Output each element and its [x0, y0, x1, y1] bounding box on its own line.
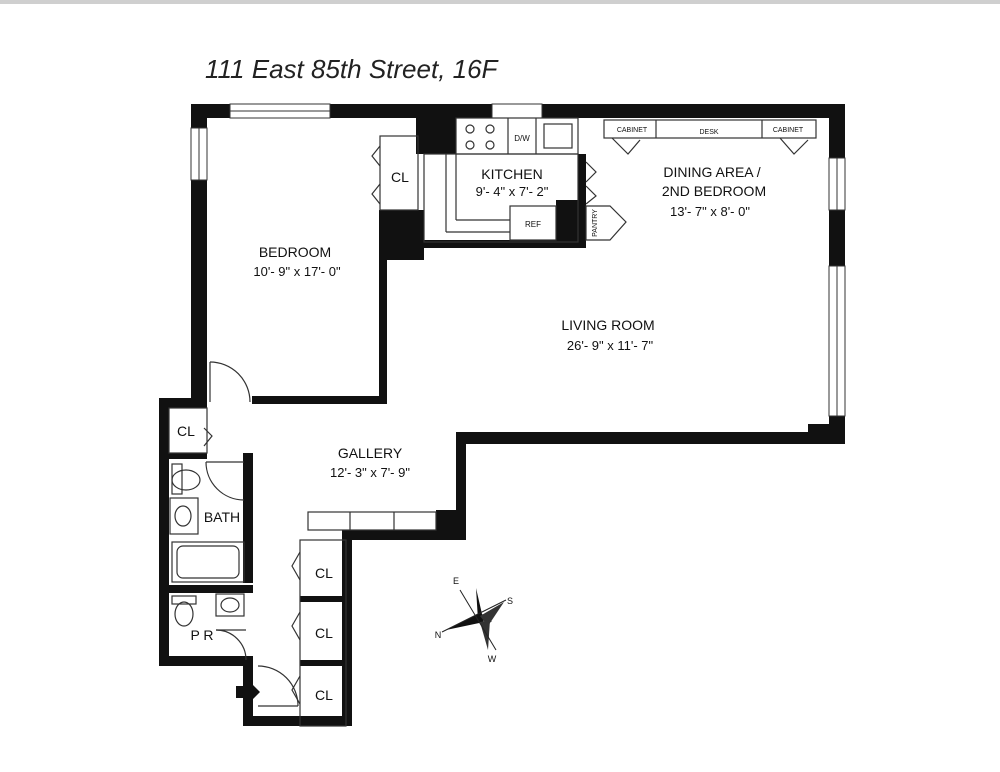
top-border: [0, 0, 1000, 4]
compass-icon: E S N W: [435, 576, 513, 664]
gallery-name: GALLERY: [338, 445, 403, 461]
kitchen-name: KITCHEN: [481, 166, 542, 182]
fixture-labels: D/W REF PANTRY CABINET DESK CABINET: [514, 127, 804, 237]
bath-name: BATH: [204, 509, 240, 525]
compass-s: S: [507, 596, 513, 606]
dishwasher-label: D/W: [514, 134, 530, 143]
bedroom-name: BEDROOM: [259, 244, 331, 260]
desk-label: DESK: [699, 129, 718, 136]
living-room-dims: 26'- 9" x 11'- 7": [567, 338, 654, 353]
closet-label-gallery-1: CL: [315, 565, 333, 581]
powder-room-name: P R: [190, 627, 213, 643]
dining-name-line1: DINING AREA /: [663, 164, 760, 180]
entry-arrow-icon: [236, 680, 260, 704]
gallery-dims: 12'- 3" x 7'- 9": [330, 465, 410, 480]
compass-e: E: [453, 576, 459, 586]
kitchen-dims: 9'- 4" x 7'- 2": [476, 184, 549, 199]
ref-label: REF: [525, 220, 541, 229]
closet-label-bedroom: CL: [391, 169, 409, 185]
dining-dims: 13'- 7" x 8'- 0": [670, 204, 750, 219]
room-labels: BEDROOM 10'- 9" x 17'- 0" KITCHEN 9'- 4"…: [177, 164, 766, 703]
closet-label-gallery-2: CL: [315, 625, 333, 641]
dining-name-line2: 2ND BEDROOM: [662, 183, 766, 199]
closet-label-gallery-3: CL: [315, 687, 333, 703]
closet-label-hall: CL: [177, 423, 195, 439]
windows: [190, 103, 846, 417]
compass-w: W: [488, 654, 497, 664]
thin-lines: [168, 117, 817, 727]
cabinet-label-right: CABINET: [773, 127, 804, 134]
cabinet-label-left: CABINET: [617, 127, 648, 134]
bedroom-dims: 10'- 9" x 17'- 0": [253, 264, 341, 279]
pantry-label: PANTRY: [592, 209, 599, 237]
plan-title: 111 East 85th Street, 16F: [205, 54, 498, 84]
compass-n: N: [435, 630, 442, 640]
interior-walls: [169, 104, 586, 666]
living-room-name: LIVING ROOM: [561, 317, 654, 333]
